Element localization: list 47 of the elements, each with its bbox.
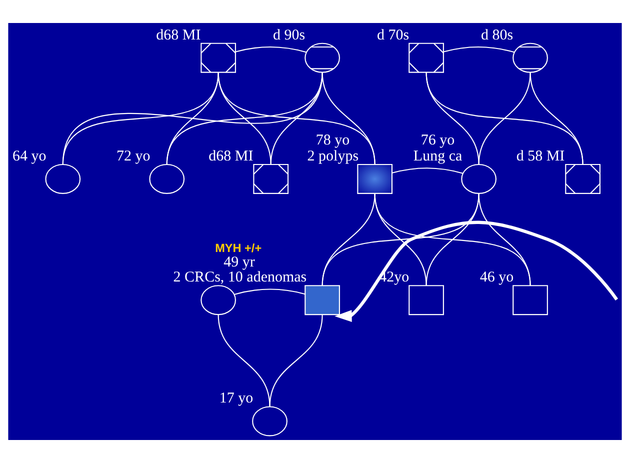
connector: [236, 46, 307, 52]
connector: [270, 72, 323, 164]
node-label: d 80s: [480, 26, 514, 43]
connector: [426, 72, 584, 164]
connector: [478, 192, 531, 286]
node-label: 76 yo: [420, 132, 455, 148]
connector: [62, 72, 323, 164]
connector: [374, 192, 531, 286]
node-label: d68 MI: [156, 26, 201, 43]
node-circle: [149, 163, 185, 194]
node-box: [304, 284, 340, 315]
connector: [218, 72, 376, 164]
connector: [530, 72, 584, 164]
node-box: [357, 163, 393, 194]
node-label: 46 yo: [480, 269, 514, 286]
node-box: [408, 284, 444, 315]
connector: [269, 314, 323, 406]
arrow: [334, 220, 618, 322]
node-label: 49 yr: [224, 254, 255, 270]
node-label: 78 yo: [316, 132, 350, 148]
node-label: 64 yo: [12, 148, 46, 164]
connector: [426, 192, 480, 286]
connector: [392, 167, 464, 174]
node-label: d 90s: [273, 26, 306, 43]
node-label: MYH +/+: [215, 242, 262, 255]
node-label: 72 yo: [116, 148, 150, 164]
node-circle: [200, 284, 236, 315]
connector: [322, 72, 376, 164]
node-label: 2 polyps: [307, 148, 359, 164]
connector: [234, 288, 306, 295]
node-circle: [461, 163, 496, 194]
connector: [478, 72, 531, 164]
node-circle: [45, 163, 81, 194]
connector: [218, 314, 270, 406]
node-label: d 58 MI: [516, 148, 565, 164]
connector: [322, 192, 480, 286]
connector: [166, 72, 323, 164]
connector: [444, 46, 515, 52]
node-label: 2 CRCs, 10 adenomas: [173, 269, 307, 286]
node-label: Lung ca: [413, 148, 462, 164]
node-circle: [304, 42, 340, 72]
node-label: 17 yo: [219, 390, 254, 406]
node-box: [512, 284, 548, 315]
node-label: d 70s: [376, 26, 410, 43]
node-circle: [252, 406, 288, 436]
node-label: d68 MI: [208, 148, 254, 164]
node-circle: [512, 42, 548, 72]
